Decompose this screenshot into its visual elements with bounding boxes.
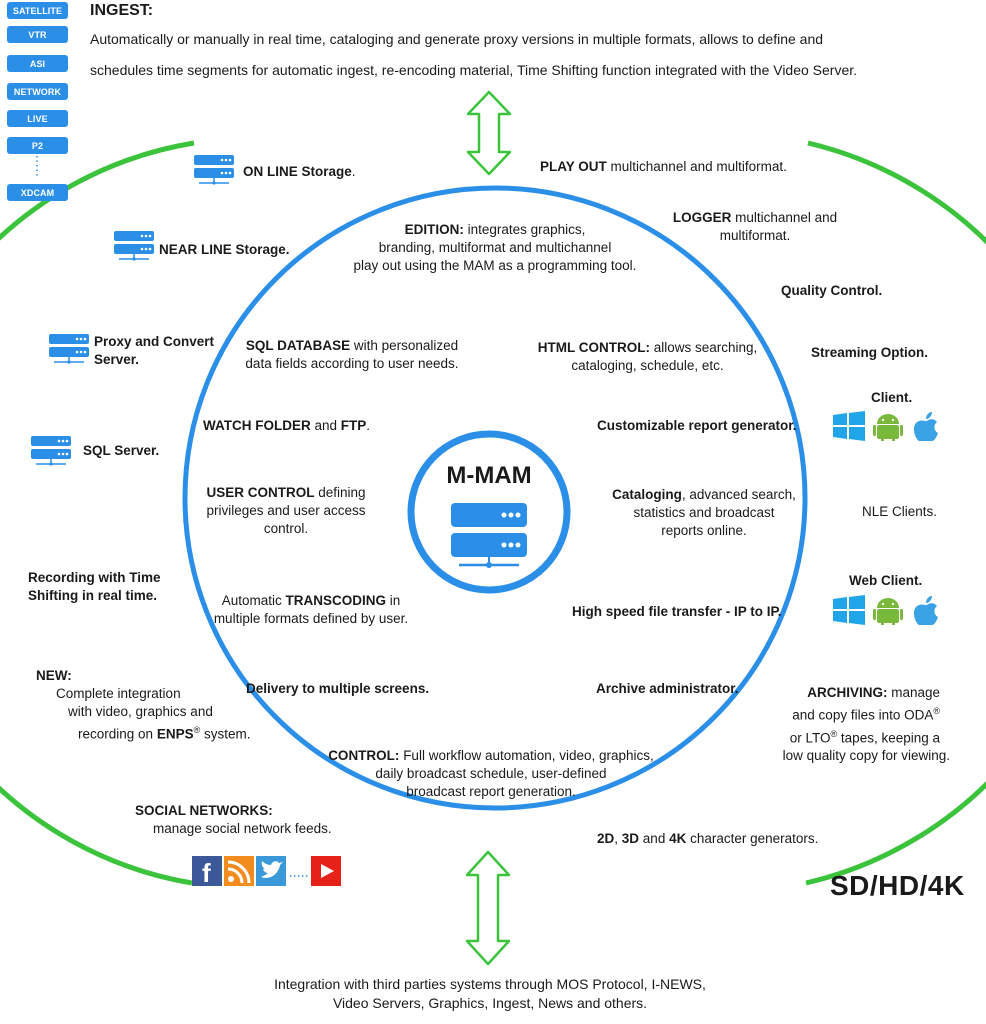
cataloging-text: Cataloging, advanced search, statistics … xyxy=(612,487,796,538)
sql-server-label: SQL Server. xyxy=(83,443,160,458)
archive-admin-text: Archive administrator. xyxy=(596,681,739,696)
watch-folder-text: WATCH FOLDER and FTP. xyxy=(203,418,371,433)
new-integration-text: NEW: Complete integration with video, gr… xyxy=(36,668,251,742)
source-xdcam: XDCAM xyxy=(7,184,68,201)
source-satellite: SATELLITE xyxy=(7,2,68,19)
transcoding-text: Automatic TRANSCODING in multiple format… xyxy=(213,593,409,626)
web-client-label: Web Client. xyxy=(849,573,923,588)
proxy-server-icon xyxy=(48,334,90,364)
integration-text: Integration with third parties systems t… xyxy=(274,976,706,1011)
nle-clients-text: NLE Clients. xyxy=(862,504,938,519)
svg-text:f: f xyxy=(202,858,211,888)
inner-circle xyxy=(182,185,808,811)
format-label: SD/HD/4K xyxy=(830,870,965,901)
nearline-storage-label: NEAR LINE Storage. xyxy=(159,242,290,257)
sql-server-icon xyxy=(30,436,72,466)
user-control-text: USER CONTROL defining privileges and use… xyxy=(206,485,366,536)
center-circle xyxy=(407,430,571,594)
top-double-arrow-icon xyxy=(466,90,512,176)
source-network: NETWORK xyxy=(7,83,68,100)
playout-text: PLAY OUT multichannel and multiformat. xyxy=(540,159,787,174)
center-title: M-MAM xyxy=(446,462,532,489)
character-generators-text: 2D, 3D and 4K character generators. xyxy=(597,831,819,846)
source-live: LIVE xyxy=(7,110,68,127)
source-vtr: VTR xyxy=(7,26,68,43)
edition-text: EDITION: integrates graphics, branding, … xyxy=(353,222,637,273)
client-label: Client. xyxy=(871,390,913,405)
report-generator-text: Customizable report generator. xyxy=(597,418,797,433)
social-icons: f xyxy=(192,856,341,888)
quality-control-text: Quality Control. xyxy=(781,283,883,298)
logger-text: LOGGER multichannel and multiformat. xyxy=(672,210,838,243)
source-asi: ASI xyxy=(7,55,68,72)
outer-left-arc xyxy=(0,140,195,886)
facebook-icon xyxy=(192,856,222,886)
web-client-platform-icons xyxy=(833,595,938,625)
online-storage-server-icon xyxy=(193,155,235,185)
delivery-text: Delivery to multiple screens. xyxy=(246,681,430,696)
center-server-icon xyxy=(451,503,527,568)
social-networks-text: SOCIAL NETWORKS: manage social network f… xyxy=(135,803,332,836)
ingest-line-2: schedules time segments for automatic in… xyxy=(90,62,858,78)
file-transfer-text: High speed file transfer - IP to IP. xyxy=(572,604,782,619)
client-platform-icons xyxy=(833,411,938,441)
ingest-title: INGEST: xyxy=(90,2,154,19)
streaming-option-text: Streaming Option. xyxy=(811,345,929,360)
source-p2: P2 xyxy=(7,137,68,154)
ingest-line-1: Automatically or manually in real time, … xyxy=(90,31,824,47)
control-text: CONTROL: Full workflow automation, video… xyxy=(328,748,654,799)
archiving-text: ARCHIVING: manage and copy files into OD… xyxy=(782,685,950,763)
outer-right-arc xyxy=(805,140,986,886)
nearline-storage-server-icon xyxy=(113,231,155,261)
html-control-text: HTML CONTROL: allows searching, catalogi… xyxy=(537,340,758,373)
sql-database-text: SQL DATABASE with personalized data fiel… xyxy=(245,338,459,371)
online-storage-label: ON LINE Storage. xyxy=(243,164,356,179)
